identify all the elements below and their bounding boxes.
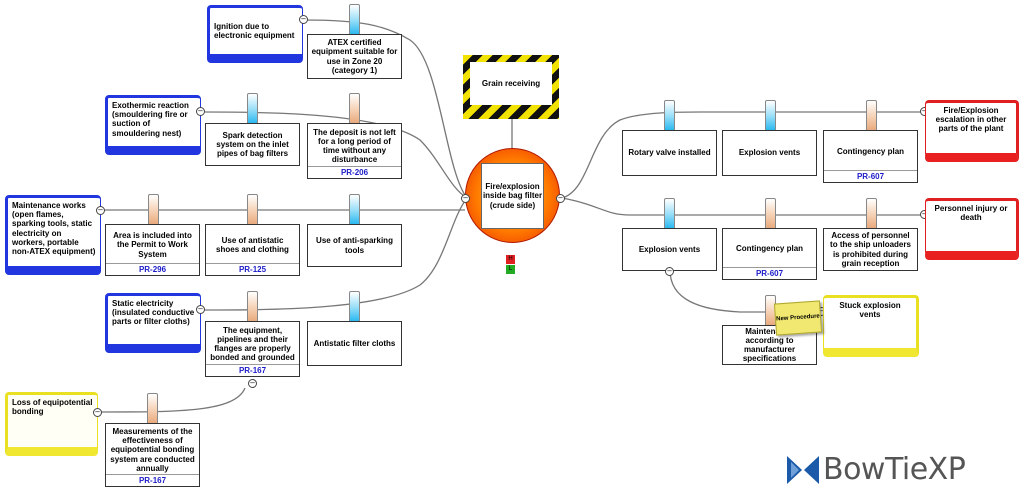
barrier-contingency-plan[interactable]: Contingency plan PR-607 bbox=[823, 130, 918, 183]
escalation-factor-stuck-vents[interactable]: Stuck explosion vents bbox=[823, 295, 919, 357]
collapse-toggle[interactable]: – bbox=[461, 194, 470, 203]
hazard-label: Grain receiving bbox=[470, 62, 552, 105]
barrier-rotary-valve[interactable]: Rotary valve installed bbox=[622, 130, 717, 176]
consequence-personnel-injury[interactable]: Personnel injury or death bbox=[925, 198, 1019, 260]
barrier-atex-equipment[interactable]: ATEX certified equipment suitable for us… bbox=[307, 34, 402, 79]
barrier-tab bbox=[866, 198, 877, 230]
procedure-ref[interactable]: PR-167 bbox=[106, 474, 199, 486]
barrier-tab bbox=[664, 100, 675, 132]
risk-cell-low: L bbox=[506, 265, 515, 274]
barrier-antistatic-shoes[interactable]: Use of antistatic shoes and clothing PR-… bbox=[205, 224, 300, 276]
procedure-ref[interactable]: PR-125 bbox=[206, 263, 299, 275]
barrier-tab bbox=[349, 291, 360, 323]
barrier-label: The equipment, pipelines and their flang… bbox=[210, 325, 295, 363]
new-procedure-note[interactable]: New Procedure bbox=[773, 300, 823, 336]
escalation-factor-label: Stuck explosion vents bbox=[839, 301, 901, 320]
barrier-contingency-plan[interactable]: Contingency plan PR-607 bbox=[722, 228, 817, 280]
threat-label: Loss of equipotential bonding bbox=[12, 398, 93, 417]
barrier-tab bbox=[247, 194, 258, 226]
consequence-label: Fire/Explosion escalation in other parts… bbox=[935, 106, 1007, 134]
bowtie-logo-icon bbox=[787, 456, 819, 484]
threat-label: Ignition due to electronic equipment bbox=[214, 21, 295, 40]
barrier-tab bbox=[765, 100, 776, 132]
threat-label: Exothermic reaction (smouldering fire or… bbox=[112, 101, 189, 138]
collapse-toggle[interactable]: – bbox=[299, 15, 308, 24]
threat-static-electricity[interactable]: Static electricity (insulated conductive… bbox=[105, 293, 201, 353]
logo-text: BowTieXP bbox=[823, 452, 966, 487]
procedure-ref[interactable]: PR-206 bbox=[308, 166, 401, 178]
bowtiexp-logo: BowTieXP bbox=[785, 452, 1015, 492]
barrier-label: Area is included into the Permit to Work… bbox=[113, 231, 192, 259]
barrier-spark-detection[interactable]: Spark detection system on the inlet pipe… bbox=[205, 123, 300, 166]
collapse-toggle[interactable]: – bbox=[248, 379, 257, 388]
barrier-label: Maintenance according to manufacturer sp… bbox=[742, 326, 797, 364]
collapse-toggle[interactable]: – bbox=[556, 194, 565, 203]
barrier-label: Spark detection system on the inlet pipe… bbox=[216, 130, 289, 159]
barrier-label: Use of anti-sparking tools bbox=[316, 236, 393, 255]
top-event[interactable]: Fire/explosion inside bag filter (crude … bbox=[465, 148, 560, 243]
barrier-label: Explosion vents bbox=[738, 148, 801, 158]
barrier-access-prohibited[interactable]: Access of personnel to the ship unloader… bbox=[823, 228, 918, 271]
threat-label: Static electricity (insulated conductive… bbox=[112, 299, 195, 327]
barrier-label: Contingency plan bbox=[735, 244, 804, 254]
threat-exothermic-reaction[interactable]: Exothermic reaction (smouldering fire or… bbox=[105, 95, 201, 155]
collapse-toggle[interactable]: – bbox=[196, 305, 205, 314]
collapse-toggle[interactable]: – bbox=[93, 408, 102, 417]
barrier-tab bbox=[349, 93, 360, 125]
threat-label: Maintenance works (open flames, sparking… bbox=[12, 201, 96, 256]
barrier-tab bbox=[866, 100, 877, 132]
barrier-label: Measurements of the effectiveness of equ… bbox=[110, 427, 195, 473]
barrier-label: Explosion vents bbox=[638, 244, 701, 254]
risk-cell-high: H bbox=[506, 255, 515, 264]
barrier-tab bbox=[664, 198, 675, 230]
threat-ignition-electronic[interactable]: Ignition due to electronic equipment bbox=[207, 5, 303, 63]
barrier-label: Rotary valve installed bbox=[628, 148, 711, 158]
procedure-ref[interactable]: PR-607 bbox=[824, 170, 917, 182]
consequence-label: Personnel injury or death bbox=[934, 204, 1008, 223]
barrier-tab bbox=[247, 291, 258, 323]
barrier-label: Access of personnel to the ship unloader… bbox=[830, 231, 911, 268]
barrier-anti-sparking-tools[interactable]: Use of anti-sparking tools bbox=[307, 224, 402, 267]
barrier-bonding-measurements[interactable]: Measurements of the effectiveness of equ… bbox=[105, 423, 200, 487]
barrier-permit-to-work[interactable]: Area is included into the Permit to Work… bbox=[105, 224, 200, 276]
barrier-bonded-grounded[interactable]: The equipment, pipelines and their flang… bbox=[205, 321, 300, 377]
barrier-explosion-vents[interactable]: Explosion vents bbox=[722, 130, 817, 176]
barrier-tab bbox=[247, 93, 258, 125]
procedure-ref[interactable]: PR-296 bbox=[106, 263, 199, 275]
top-event-label: Fire/explosion inside bag filter (crude … bbox=[481, 163, 544, 229]
barrier-explosion-vents[interactable]: Explosion vents bbox=[622, 228, 717, 271]
hazard-box[interactable]: Grain receiving bbox=[463, 55, 559, 119]
barrier-tab bbox=[349, 4, 360, 36]
barrier-label: The deposit is not left for a long perio… bbox=[313, 127, 396, 165]
procedure-ref[interactable]: PR-167 bbox=[206, 364, 299, 376]
barrier-label: Use of antistatic shoes and clothing bbox=[216, 235, 289, 254]
procedure-ref[interactable]: PR-607 bbox=[723, 267, 816, 279]
barrier-deposit-disturbance[interactable]: The deposit is not left for a long perio… bbox=[307, 123, 402, 179]
consequence-fire-escalation[interactable]: Fire/Explosion escalation in other parts… bbox=[925, 100, 1019, 162]
barrier-label: Contingency plan bbox=[836, 146, 905, 156]
barrier-label: ATEX certified equipment suitable for us… bbox=[311, 38, 398, 75]
collapse-toggle[interactable]: – bbox=[665, 267, 674, 276]
barrier-tab bbox=[148, 194, 159, 226]
threat-loss-equipotential-bonding[interactable]: Loss of equipotential bonding bbox=[5, 392, 98, 456]
barrier-tab bbox=[349, 194, 360, 226]
barrier-tab bbox=[765, 198, 776, 230]
collapse-toggle[interactable]: – bbox=[96, 206, 105, 215]
note-label: New Procedure bbox=[775, 313, 820, 323]
threat-maintenance-works[interactable]: Maintenance works (open flames, sparking… bbox=[5, 195, 101, 275]
barrier-tab bbox=[147, 393, 158, 425]
collapse-toggle[interactable]: – bbox=[196, 107, 205, 116]
barrier-antistatic-filter-cloths[interactable]: Antistatic filter cloths bbox=[307, 321, 402, 366]
barrier-label: Antistatic filter cloths bbox=[313, 338, 396, 348]
